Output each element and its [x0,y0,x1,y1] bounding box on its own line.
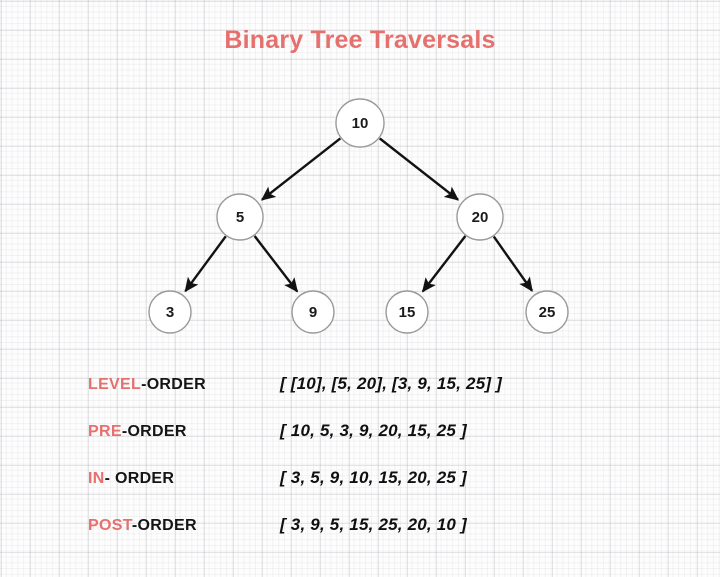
traversal-label-suffix: -ORDER [121,423,187,440]
tree-node-25: 25 [525,290,569,334]
tree-edge-layer [184,137,533,293]
traversal-value: [ 3, 5, 9, 10, 15, 20, 25 ] [280,468,467,487]
node-circle [216,193,264,241]
node-circle [525,290,569,334]
traversal-value: [ 10, 5, 3, 9, 20, 15, 25 ] [280,421,467,440]
traversal-label-prefix: LEVEL [88,376,142,393]
tree-node-9: 9 [291,290,335,334]
node-label: 5 [236,209,244,226]
traversal-row: LEVEL-ORDER[ [10], [5, 20], [3, 9, 15, 2… [88,374,688,421]
page-title: Binary Tree Traversals [224,26,496,54]
tree-node-20: 20 [456,193,504,241]
node-circle [335,98,385,148]
tree-edge-n20-to-n25 [492,235,533,292]
node-circle [291,290,335,334]
traversal-label-suffix: - ORDER [104,470,175,487]
traversal-label: IN- ORDER [88,470,280,488]
traversal-label-prefix: IN [88,470,105,487]
tree-edge-n5-to-n9 [253,235,299,293]
traversal-row: PRE-ORDER[ 10, 5, 3, 9, 20, 15, 25 ] [88,421,688,468]
traversal-value: [ 3, 9, 5, 15, 25, 20, 10 ] [280,515,467,534]
traversal-row: POST-ORDER[ 3, 9, 5, 15, 25, 20, 10 ] [88,515,688,562]
node-circle [148,290,192,334]
node-label: 25 [539,304,556,321]
traversal-label-prefix: POST [88,517,132,534]
node-label: 20 [472,209,489,226]
traversal-label-suffix: -ORDER [131,517,197,534]
traversal-value: [ [10], [5, 20], [3, 9, 15, 25] ] [280,374,503,393]
node-label: 15 [399,304,416,321]
traversal-label: POST-ORDER [88,517,280,535]
tree-node-10: 10 [335,98,385,148]
traversal-label: PRE-ORDER [88,423,280,441]
traversal-list: LEVEL-ORDER[ [10], [5, 20], [3, 9, 15, 2… [88,374,688,562]
traversal-row: IN- ORDER[ 3, 5, 9, 10, 15, 20, 25 ] [88,468,688,515]
traversal-label: LEVEL-ORDER [88,376,280,394]
node-label: 9 [309,304,317,321]
tree-edge-n10-to-n20 [378,137,460,201]
node-label: 3 [166,304,174,321]
traversal-label-suffix: -ORDER [141,376,206,393]
tree-node-3: 3 [148,290,192,334]
binary-tree-diagram: 10 5 20 3 9 15 25 [148,98,569,334]
tree-node-5: 5 [216,193,264,241]
node-label: 10 [352,115,369,132]
tree-node-layer: 10 5 20 3 9 15 25 [148,98,569,334]
node-circle [385,290,429,334]
tree-edge-n5-to-n3 [184,235,227,293]
node-circle [456,193,504,241]
traversal-label-prefix: PRE [88,423,122,440]
tree-node-15: 15 [385,290,429,334]
tree-edge-n10-to-n5 [260,137,342,201]
tree-edge-n20-to-n15 [421,235,467,293]
